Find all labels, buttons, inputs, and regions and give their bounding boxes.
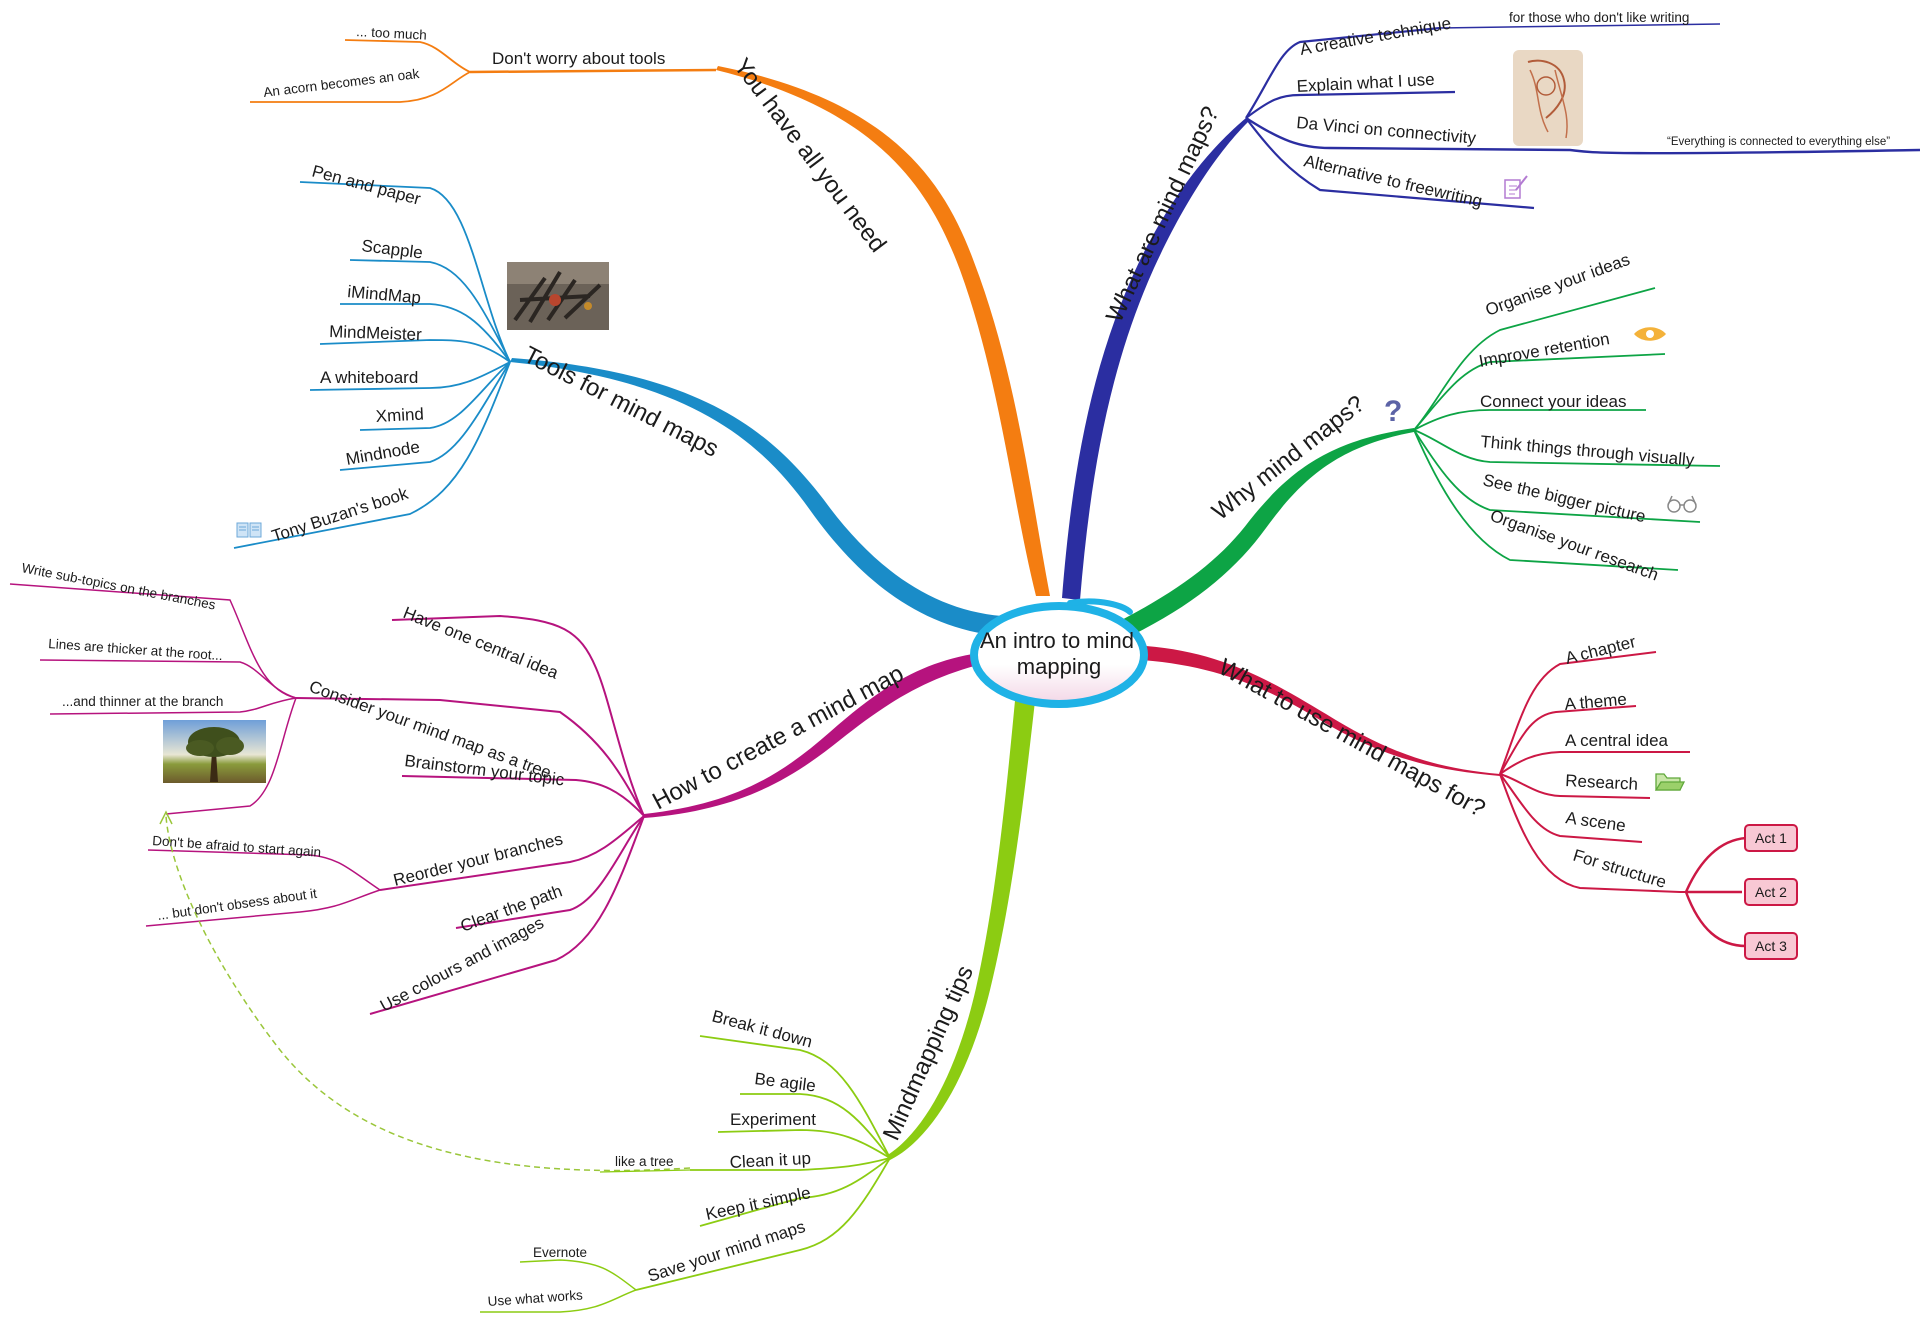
- node-a-scene[interactable]: A scene: [1564, 808, 1627, 835]
- node-for-those-who-dont-like-writing[interactable]: for those who don't like writing: [1509, 10, 1689, 25]
- label-how-to-create-a-mind-map[interactable]: How to create a mind map: [648, 660, 908, 815]
- group-why: [1413, 287, 1721, 571]
- tree-photo: [163, 720, 266, 783]
- act-1-box[interactable]: Act 1: [1744, 824, 1798, 852]
- label-you-have-all-you-need[interactable]: You have all you need: [728, 53, 891, 257]
- branch-tools-for-mind-maps[interactable]: [510, 358, 1002, 636]
- branch-how-to-create[interactable]: [644, 652, 990, 818]
- node-clean-it-up[interactable]: Clean it up: [729, 1149, 811, 1172]
- node-be-agile[interactable]: Be agile: [754, 1069, 817, 1095]
- act-3-box[interactable]: Act 3: [1744, 932, 1798, 960]
- node-da-vinci-on-connectivity[interactable]: Da Vinci on connectivity: [1296, 113, 1478, 148]
- node-pen-and-paper[interactable]: Pen and paper: [310, 162, 423, 209]
- act-1-label: Act 1: [1755, 830, 1787, 846]
- branch-mindmapping-tips[interactable]: [886, 690, 1036, 1160]
- tools-photo: [507, 262, 609, 330]
- question-mark-icon: ?: [1384, 395, 1402, 428]
- group-what-use: [1499, 651, 1747, 948]
- folder-icon: [1654, 773, 1686, 791]
- node-save-your-mind-maps[interactable]: Save your mind maps: [645, 1217, 807, 1286]
- node-too-much[interactable]: ... too much: [356, 24, 427, 43]
- node-reorder-your-branches[interactable]: Reorder your branches: [391, 829, 564, 889]
- node-use-what-works[interactable]: Use what works: [487, 1287, 583, 1309]
- node-a-whiteboard[interactable]: A whiteboard: [320, 368, 418, 387]
- node-scapple[interactable]: Scapple: [361, 236, 424, 262]
- node-a-theme[interactable]: A theme: [1564, 690, 1628, 714]
- group-what-are: [1245, 23, 1920, 210]
- arrowhead-icon: [159, 810, 173, 825]
- notepad-icon: [1504, 175, 1528, 199]
- node-research[interactable]: Research: [1565, 771, 1639, 794]
- branch-why-mind-maps[interactable]: [1114, 428, 1414, 640]
- node-like-a-tree[interactable]: like a tree: [615, 1154, 674, 1169]
- node-a-central-idea[interactable]: A central idea: [1565, 731, 1669, 750]
- act-2-box[interactable]: Act 2: [1744, 878, 1798, 906]
- node-connect-your-ideas[interactable]: Connect your ideas: [1480, 392, 1626, 411]
- book-icon: [236, 522, 262, 538]
- branch-what-to-use[interactable]: [1142, 646, 1500, 776]
- eye-icon: [1634, 327, 1666, 341]
- node-a-creative-technique[interactable]: A creative technique: [1298, 14, 1452, 59]
- node-acorn-oak[interactable]: An acorn becomes an oak: [263, 66, 421, 100]
- node-lines-thicker-at-root[interactable]: Lines are thicker at the root...: [48, 636, 223, 663]
- label-what-are-mind-maps[interactable]: What are mind maps?: [1101, 102, 1225, 326]
- central-topic-line2: mapping: [1017, 654, 1101, 679]
- node-improve-retention[interactable]: Improve retention: [1477, 329, 1611, 371]
- label-what-to-use-mind-maps-for[interactable]: What to use mind maps for?: [1214, 654, 1490, 823]
- node-mindmeister[interactable]: MindMeister: [329, 322, 423, 344]
- node-a-chapter[interactable]: A chapter: [1563, 632, 1638, 668]
- node-dont-be-afraid-to-start-again[interactable]: Don't be afraid to start again: [152, 833, 322, 860]
- central-topic[interactable]: An intro to mind mapping: [970, 598, 1148, 708]
- central-topic-line1: An intro to mind: [980, 628, 1134, 653]
- node-tony-buzans-book[interactable]: Tony Buzan's book: [269, 484, 411, 546]
- group-how: [9, 583, 645, 1015]
- group-tools: [233, 181, 511, 549]
- act-2-label: Act 2: [1755, 884, 1787, 900]
- label-why-mind-maps[interactable]: Why mind maps?: [1207, 390, 1370, 525]
- edge-dont-worry: [469, 68, 717, 74]
- node-xmind[interactable]: Xmind: [375, 404, 424, 425]
- node-have-one-central-idea[interactable]: Have one central idea: [401, 603, 562, 683]
- node-evernote[interactable]: Evernote: [533, 1245, 587, 1260]
- branch-what-are-mind-maps[interactable]: [1062, 118, 1248, 600]
- node-everything-is-connected[interactable]: “Everything is connected to everything e…: [1667, 136, 1890, 148]
- glasses-icon: [1667, 495, 1697, 513]
- act-3-label: Act 3: [1755, 938, 1787, 954]
- node-organise-your-ideas[interactable]: Organise your ideas: [1483, 250, 1632, 320]
- dashed-connector-like-a-tree: [165, 815, 691, 1172]
- node-for-structure[interactable]: For structure: [1571, 846, 1669, 892]
- node-thinner-at-the-branch[interactable]: ...and thinner at the branch: [62, 694, 223, 709]
- group-tips: [480, 1035, 891, 1313]
- node-alternative-to-freewriting[interactable]: Alternative to freewriting: [1302, 151, 1484, 211]
- node-dont-worry-about-tools[interactable]: Don't worry about tools: [492, 49, 665, 68]
- da-vinci-sketch: [1513, 50, 1583, 146]
- node-experiment[interactable]: Experiment: [730, 1110, 816, 1129]
- branch-you-have-all-you-need[interactable]: [716, 66, 1050, 596]
- group-you-have-all-you-need: [250, 39, 717, 103]
